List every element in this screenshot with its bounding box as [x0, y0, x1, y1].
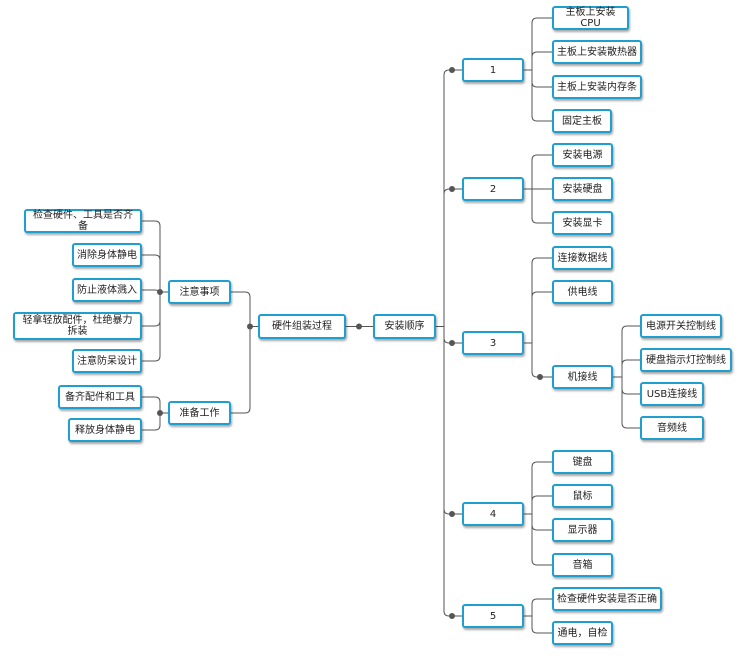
- connector: [142, 292, 161, 362]
- connector-dot: [449, 613, 455, 619]
- connector: [142, 413, 161, 431]
- step-item[interactable]: 安装显卡: [552, 211, 613, 235]
- connector-dot: [449, 186, 455, 192]
- sub-item[interactable]: 电源开关控制线: [640, 314, 722, 338]
- connector: [531, 495, 552, 514]
- step-node[interactable]: 5: [462, 604, 524, 628]
- connector-dot: [537, 374, 543, 380]
- connector: [531, 51, 552, 70]
- notes-node[interactable]: 注意事项: [168, 280, 231, 304]
- step-item[interactable]: 安装硬盘: [552, 177, 613, 201]
- step-item[interactable]: 通电，自检: [552, 621, 613, 645]
- step-node[interactable]: 2: [462, 177, 524, 201]
- connector: [531, 343, 552, 378]
- connector-dot: [247, 323, 253, 330]
- step-item[interactable]: 机接线: [552, 365, 613, 389]
- connector: [443, 69, 462, 327]
- connector-dot: [449, 67, 455, 73]
- connector: [531, 514, 552, 531]
- step-item[interactable]: 固定主板: [552, 109, 612, 133]
- step-item[interactable]: 主板上安装CPU: [552, 6, 629, 30]
- connector: [142, 396, 161, 413]
- connector: [142, 220, 161, 292]
- connector: [531, 70, 552, 88]
- connector: [142, 292, 161, 327]
- connector-dot: [449, 511, 455, 517]
- note-item[interactable]: 注意防呆设计: [72, 349, 142, 373]
- connector: [531, 291, 552, 343]
- note-item[interactable]: 消除身体静电: [72, 243, 142, 267]
- sub-item[interactable]: 音频线: [640, 416, 704, 440]
- prep-item[interactable]: 释放身体静电: [68, 418, 142, 442]
- connector: [231, 291, 251, 327]
- connector: [531, 461, 552, 514]
- step-item[interactable]: 检查硬件安装是否正确: [552, 587, 662, 611]
- step-node[interactable]: 1: [462, 58, 524, 82]
- connector: [443, 188, 462, 327]
- step-item[interactable]: 显示器: [552, 518, 613, 542]
- connector: [531, 514, 552, 566]
- step-item[interactable]: 键盘: [552, 450, 613, 474]
- note-item[interactable]: 防止液体溅入: [72, 278, 142, 302]
- step-node[interactable]: 4: [462, 502, 524, 526]
- note-item[interactable]: 检查硬件、工具是否齐备: [24, 209, 142, 233]
- prep-node[interactable]: 准备工作: [168, 401, 231, 425]
- step-item[interactable]: 主板上安装内存条: [552, 75, 642, 99]
- connector-dot: [157, 410, 163, 416]
- connector: [142, 254, 161, 292]
- sub-item[interactable]: 硬盘指示灯控制线: [640, 348, 732, 372]
- step-node[interactable]: 3: [462, 331, 524, 355]
- connector: [621, 359, 640, 377]
- connector-dot: [449, 340, 455, 346]
- connector: [531, 616, 552, 634]
- connector: [531, 17, 552, 70]
- root-node[interactable]: 硬件组装过程: [258, 314, 346, 339]
- connector: [621, 377, 640, 395]
- order-node[interactable]: 安装顺序: [373, 314, 436, 339]
- connector: [231, 326, 251, 414]
- connector: [621, 325, 640, 377]
- step-item[interactable]: 主板上安装散热器: [552, 40, 642, 64]
- connector-dot: [356, 323, 362, 330]
- connector: [531, 257, 552, 343]
- step-item[interactable]: 鼠标: [552, 484, 613, 508]
- step-item[interactable]: 连接数据线: [552, 246, 613, 270]
- connector: [443, 326, 462, 515]
- sub-item[interactable]: USB连接线: [640, 382, 704, 406]
- connector: [531, 70, 552, 122]
- connector: [443, 326, 462, 617]
- note-item[interactable]: 轻拿轻放配件，杜绝暴力拆装: [13, 312, 142, 340]
- step-item[interactable]: 安装电源: [552, 143, 613, 167]
- step-item[interactable]: 音箱: [552, 553, 613, 577]
- connector: [531, 189, 552, 224]
- connector: [531, 154, 552, 189]
- connector: [531, 598, 552, 616]
- prep-item[interactable]: 备齐配件和工具: [58, 385, 142, 409]
- connector-dot: [157, 289, 163, 295]
- step-item[interactable]: 供电线: [552, 280, 613, 304]
- connector: [621, 377, 640, 429]
